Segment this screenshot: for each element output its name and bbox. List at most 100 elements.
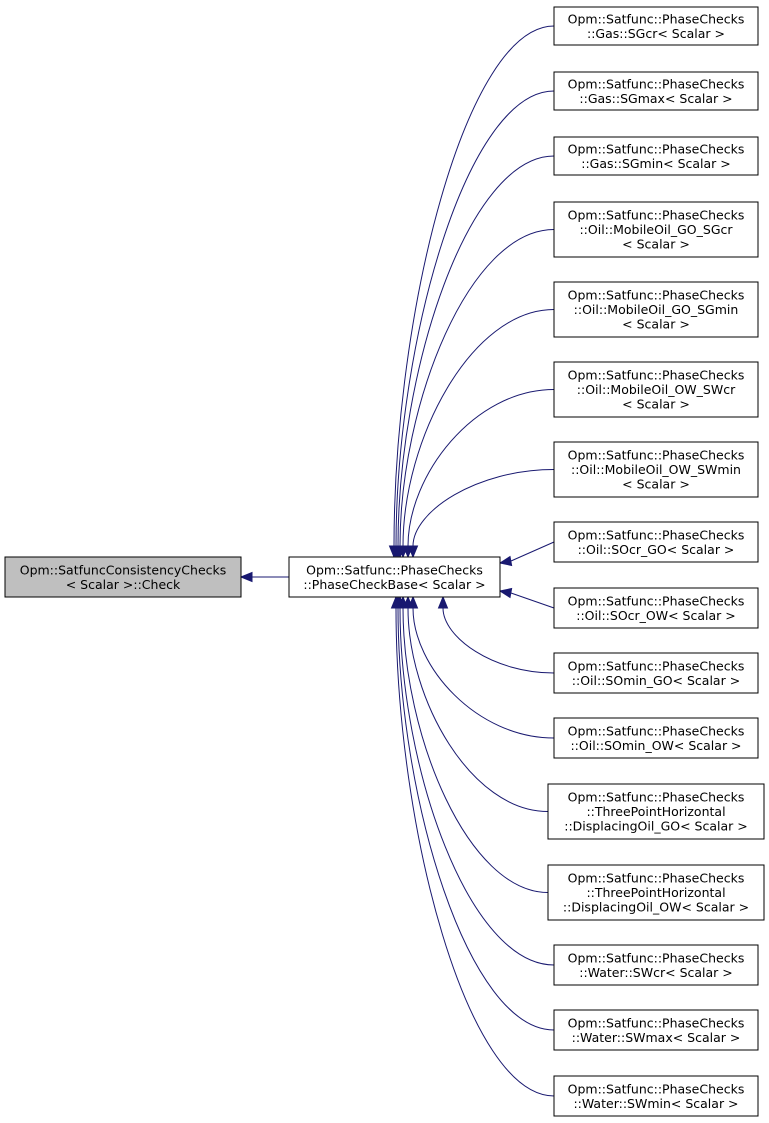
derived-class-node-box (547, 783, 765, 840)
derived-class-node-label-line: ::Oil::MobileOil_OW_SWmin (571, 462, 741, 477)
base-class-node-label-line: Opm::Satfunc::PhaseChecks (306, 562, 483, 577)
derived-class-node-label-line: Opm::Satfunc::PhaseChecks (568, 790, 745, 805)
derived-class-node[interactable]: Opm::Satfunc::PhaseChecks::Oil::SOmin_GO… (553, 652, 759, 694)
inheritance-arrowhead (407, 545, 419, 559)
derived-class-node-label-line: < Scalar > (622, 397, 690, 412)
derived-class-node-label-line: Opm::Satfunc::PhaseChecks (568, 593, 745, 608)
derived-class-node-box (553, 71, 759, 111)
derived-class-node[interactable]: Opm::Satfunc::PhaseChecks::Oil::MobileOi… (553, 201, 759, 258)
derived-class-node[interactable]: Opm::Satfunc::PhaseChecks::Gas::SGmin< S… (553, 136, 759, 176)
derived-class-node-label-line: < Scalar > (622, 237, 690, 252)
inheritance-edge (399, 229, 555, 547)
derived-class-node-label-line: < Scalar > (622, 317, 690, 332)
derived-class-node-label-line: ::ThreePointHorizontal (586, 804, 725, 819)
inheritance-arrowhead (498, 555, 513, 567)
derived-class-node-box (553, 944, 759, 986)
inheritance-edge (412, 469, 555, 547)
base-class-node-label-line: ::PhaseCheckBase< Scalar > (303, 577, 485, 592)
inheritance-edge (402, 309, 555, 547)
derived-class-node-box (553, 201, 759, 258)
inheritance-edge (395, 607, 555, 1097)
derived-class-node[interactable]: Opm::Satfunc::PhaseChecks::Gas::SGcr< Sc… (553, 6, 759, 46)
root-class-node-label-line: Opm::SatfuncConsistencyChecks (20, 562, 227, 577)
derived-class-node-label-line: ::Gas::SGcr< Scalar > (587, 26, 725, 41)
inheritance-arrowhead (498, 587, 513, 599)
derived-class-node-label-line: ::Oil::SOmin_OW< Scalar > (570, 738, 741, 753)
derived-class-node-box (553, 587, 759, 629)
derived-class-node[interactable]: Opm::Satfunc::PhaseChecks::ThreePointHor… (547, 864, 765, 921)
derived-class-node[interactable]: Opm::Satfunc::PhaseChecks::Oil::SOmin_OW… (553, 717, 759, 759)
inheritance-edge (399, 607, 555, 966)
derived-class-node-label-line: Opm::Satfunc::PhaseChecks (568, 658, 745, 673)
derived-class-node-box (553, 521, 759, 563)
derived-class-node-label-line: ::Water::SWcr< Scalar > (579, 965, 733, 980)
derived-class-node[interactable]: Opm::Satfunc::PhaseChecks::Oil::MobileOi… (553, 361, 759, 418)
inheritance-edge (407, 389, 555, 547)
derived-class-node-box (553, 361, 759, 418)
derived-class-node-label-line: Opm::Satfunc::PhaseChecks (568, 288, 745, 303)
derived-class-node-box (547, 864, 765, 921)
derived-class-node-box (553, 441, 759, 498)
derived-class-node-label-line: Opm::Satfunc::PhaseChecks (568, 368, 745, 383)
base-class-node[interactable]: Opm::Satfunc::PhaseChecks::PhaseCheckBas… (288, 556, 501, 598)
derived-class-node-label-line: ::Water::SWmin< Scalar > (573, 1096, 738, 1111)
derived-class-node-box (553, 136, 759, 176)
base-class-node-box (288, 556, 501, 598)
derived-class-node-label-line: ::ThreePointHorizontal (586, 885, 725, 900)
derived-class-node[interactable]: Opm::Satfunc::PhaseChecks::Water::SWcr< … (553, 944, 759, 986)
derived-class-node-label-line: < Scalar > (622, 477, 690, 492)
derived-class-node-label-line: ::Oil::MobileOil_GO_SGmin (574, 302, 739, 317)
inheritance-edge (397, 155, 555, 547)
derived-class-node-box (553, 1075, 759, 1117)
derived-class-node[interactable]: Opm::Satfunc::PhaseChecks::Oil::MobileOi… (553, 441, 759, 498)
derived-class-node-label-line: Opm::Satfunc::PhaseChecks (568, 527, 745, 542)
inheritance-edge (407, 607, 549, 812)
derived-class-node-box (553, 652, 759, 694)
derived-class-node-label-line: ::Oil::SOmin_GO< Scalar > (572, 673, 740, 688)
derived-class-node[interactable]: Opm::Satfunc::PhaseChecks::Oil::SOcr_GO<… (553, 521, 759, 563)
derived-class-node-label-line: Opm::Satfunc::PhaseChecks (568, 11, 745, 26)
derived-class-node-box (553, 717, 759, 759)
edges-layer (239, 25, 555, 1097)
derived-class-node[interactable]: Opm::Satfunc::PhaseChecks::Water::SWmin<… (553, 1075, 759, 1117)
derived-class-node[interactable]: Opm::Satfunc::PhaseChecks::Oil::SOcr_OW<… (553, 587, 759, 629)
derived-class-node-box (553, 281, 759, 338)
inheritance-arrowhead (239, 571, 253, 583)
root-class-node-box (4, 556, 242, 598)
derived-class-node-label-line: ::Oil::SOcr_GO< Scalar > (578, 542, 735, 557)
derived-class-node[interactable]: Opm::Satfunc::PhaseChecks::ThreePointHor… (547, 783, 765, 840)
derived-class-node-label-line: Opm::Satfunc::PhaseChecks (568, 950, 745, 965)
inheritance-edge (402, 607, 549, 893)
derived-class-node[interactable]: Opm::Satfunc::PhaseChecks::Oil::MobileOi… (553, 281, 759, 338)
derived-class-node-label-line: Opm::Satfunc::PhaseChecks (568, 141, 745, 156)
derived-class-node-label-line: ::Gas::SGmax< Scalar > (579, 91, 732, 106)
inheritance-edge (412, 607, 555, 739)
root-class-node-label-line: < Scalar >::Check (66, 577, 181, 592)
inheritance-edge (510, 541, 555, 562)
derived-class-node-label-line: ::Oil::MobileOil_OW_SWcr (577, 382, 736, 397)
inheritance-edge (393, 25, 555, 547)
derived-class-node[interactable]: Opm::Satfunc::PhaseChecks::Water::SWmax<… (553, 1009, 759, 1051)
derived-class-node-label-line: Opm::Satfunc::PhaseChecks (568, 208, 745, 223)
inheritance-edge (395, 90, 555, 547)
derived-class-node-label-line: Opm::Satfunc::PhaseChecks (568, 76, 745, 91)
derived-class-node-label-line: Opm::Satfunc::PhaseChecks (568, 1015, 745, 1030)
derived-class-node-label-line: Opm::Satfunc::PhaseChecks (568, 1081, 745, 1096)
derived-class-node-box (553, 1009, 759, 1051)
derived-class-node-box (553, 6, 759, 46)
derived-class-node-label-line: ::DisplacingOil_OW< Scalar > (563, 900, 749, 915)
inheritance-arrowhead (437, 595, 449, 609)
derived-class-node-label-line: ::Oil::MobileOil_GO_SGcr (579, 222, 733, 237)
derived-class-node-label-line: Opm::Satfunc::PhaseChecks (568, 723, 745, 738)
inheritance-edge (397, 607, 555, 1031)
derived-class-node-label-line: ::DisplacingOil_GO< Scalar > (564, 819, 748, 834)
derived-class-node[interactable]: Opm::Satfunc::PhaseChecks::Gas::SGmax< S… (553, 71, 759, 111)
inheritance-arrowhead (390, 595, 402, 609)
root-class-node[interactable]: Opm::SatfuncConsistencyChecks< Scalar >:… (4, 556, 242, 598)
derived-class-node-label-line: ::Gas::SGmin< Scalar > (581, 156, 731, 171)
nodes-layer: Opm::SatfuncConsistencyChecks< Scalar >:… (4, 6, 765, 1117)
inheritance-edge (442, 607, 555, 674)
derived-class-node-label-line: ::Water::SWmax< Scalar > (572, 1030, 741, 1045)
inheritance-edge (510, 592, 555, 609)
